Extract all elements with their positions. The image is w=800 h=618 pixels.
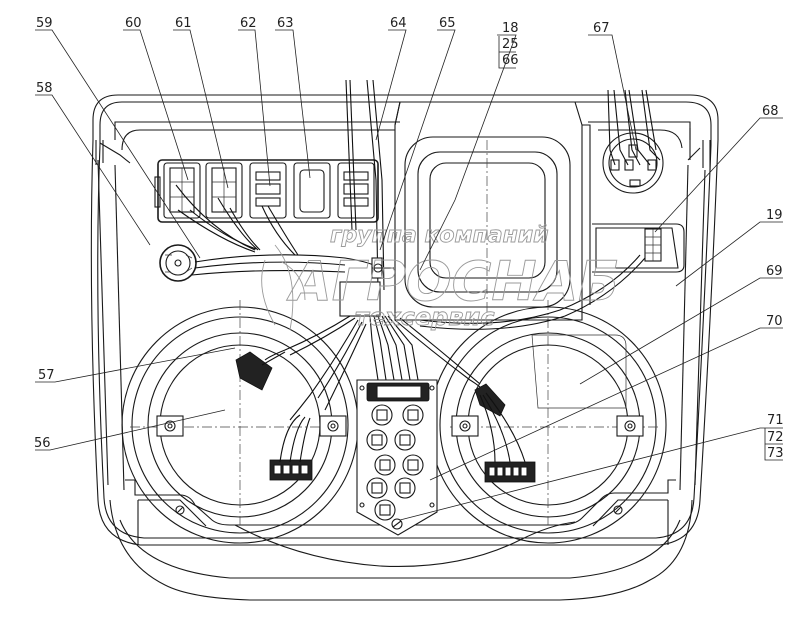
block-screw-icon (391, 518, 403, 530)
switch-5 (337, 162, 375, 219)
callout-70: 70 (766, 314, 783, 329)
callout-67: 67 (593, 21, 610, 36)
central-display-unit (394, 101, 591, 321)
switch-2 (205, 162, 243, 219)
connector-57 (235, 351, 286, 391)
callout-56: 56 (34, 436, 51, 451)
callout-64: 64 (390, 16, 407, 31)
round-connector (159, 244, 197, 282)
warning-lamp-socket (402, 404, 424, 426)
callout-57: 57 (38, 368, 55, 383)
lower-cowl-curve (234, 521, 576, 567)
connector-right-gauge-lower (479, 392, 536, 483)
wiring-harness (175, 79, 661, 421)
gauge-left-mount-left (156, 415, 184, 437)
switch-4-blank (293, 162, 331, 219)
switch-panel (154, 159, 379, 223)
callout-71: 71 (767, 413, 784, 428)
warning-lamp-socket (374, 499, 396, 521)
switch-1 (163, 162, 201, 219)
warning-lamp-socket (374, 454, 396, 476)
switch-3 (249, 162, 287, 219)
gauge-left (121, 300, 359, 544)
connector-left-gauge (269, 414, 313, 481)
callout-25: 25 (502, 37, 519, 52)
callout-65: 65 (439, 16, 456, 31)
connector-right-gauge-upper (474, 383, 506, 417)
callout-labels: 59 60 61 62 63 64 65 18 25 66 67 68 19 6… (34, 16, 784, 461)
gauge-connector-67 (602, 132, 664, 194)
gauge-left-mount-right (319, 415, 347, 437)
warning-lamp-socket (371, 404, 393, 426)
callout-60: 60 (125, 16, 142, 31)
callout-66: 66 (502, 53, 519, 68)
callout-69: 69 (766, 264, 783, 279)
watermark-logo-icon (261, 244, 306, 331)
warning-lamp-socket (366, 429, 388, 451)
callout-61: 61 (175, 16, 192, 31)
warning-lamp-socket (394, 429, 416, 451)
warning-lamp-socket (394, 477, 416, 499)
module-68 (592, 223, 685, 273)
watermark-line3: техсервис (355, 303, 495, 331)
gauge-right-mount-right (616, 415, 644, 437)
warning-lamp-block (356, 379, 438, 536)
callout-19: 19 (766, 208, 783, 223)
callout-73: 73 (767, 446, 784, 461)
gauge-right (429, 300, 667, 544)
callout-18: 18 (502, 21, 519, 36)
callout-58: 58 (36, 81, 53, 96)
screw-left-icon (175, 505, 185, 515)
panel-housing (90, 94, 719, 601)
callout-72: 72 (767, 430, 784, 445)
callout-62: 62 (240, 16, 257, 31)
gauge-right-mount-left (451, 415, 479, 437)
callout-59: 59 (36, 16, 53, 31)
callout-63: 63 (277, 16, 294, 31)
warning-lamp-socket (366, 477, 388, 499)
callout-68: 68 (762, 104, 779, 119)
leader-lines (35, 29, 783, 521)
watermark-line1: группа компаний (330, 223, 549, 248)
watermark-line2: АГРОСНАБ (286, 250, 619, 313)
watermark: группа компаний АГРОСНАБ техсервис (261, 223, 620, 331)
warning-lamp-socket (402, 454, 424, 476)
